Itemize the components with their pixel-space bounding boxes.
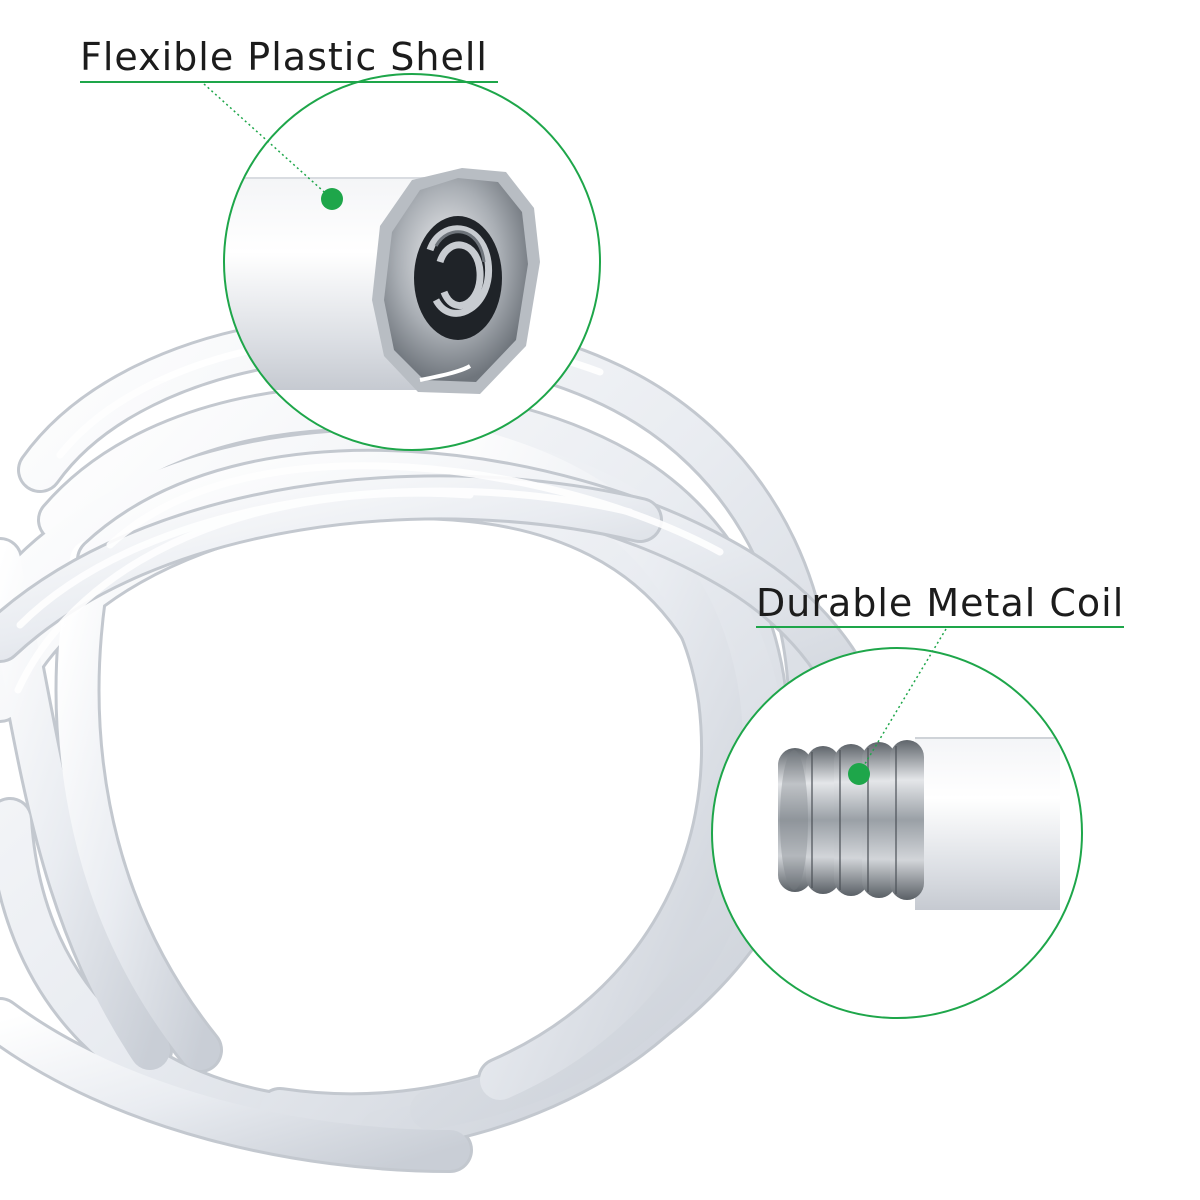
- coiled-cable: [0, 313, 904, 1173]
- metal-coil-side-view-icon: [712, 648, 1082, 1018]
- top-marker-dot: [321, 188, 343, 210]
- bottom-marker-dot: [848, 763, 870, 785]
- plastic-shell-detail: [223, 73, 601, 451]
- cable-end-cross-section-icon: [224, 74, 600, 450]
- metal-coil-detail: [711, 647, 1083, 1019]
- bottom-callout-lines: [756, 626, 1124, 773]
- top-callout-lines: [80, 81, 498, 200]
- flexible-plastic-shell-label: Flexible Plastic Shell: [80, 35, 488, 79]
- durable-metal-coil-label: Durable Metal Coil: [756, 581, 1125, 625]
